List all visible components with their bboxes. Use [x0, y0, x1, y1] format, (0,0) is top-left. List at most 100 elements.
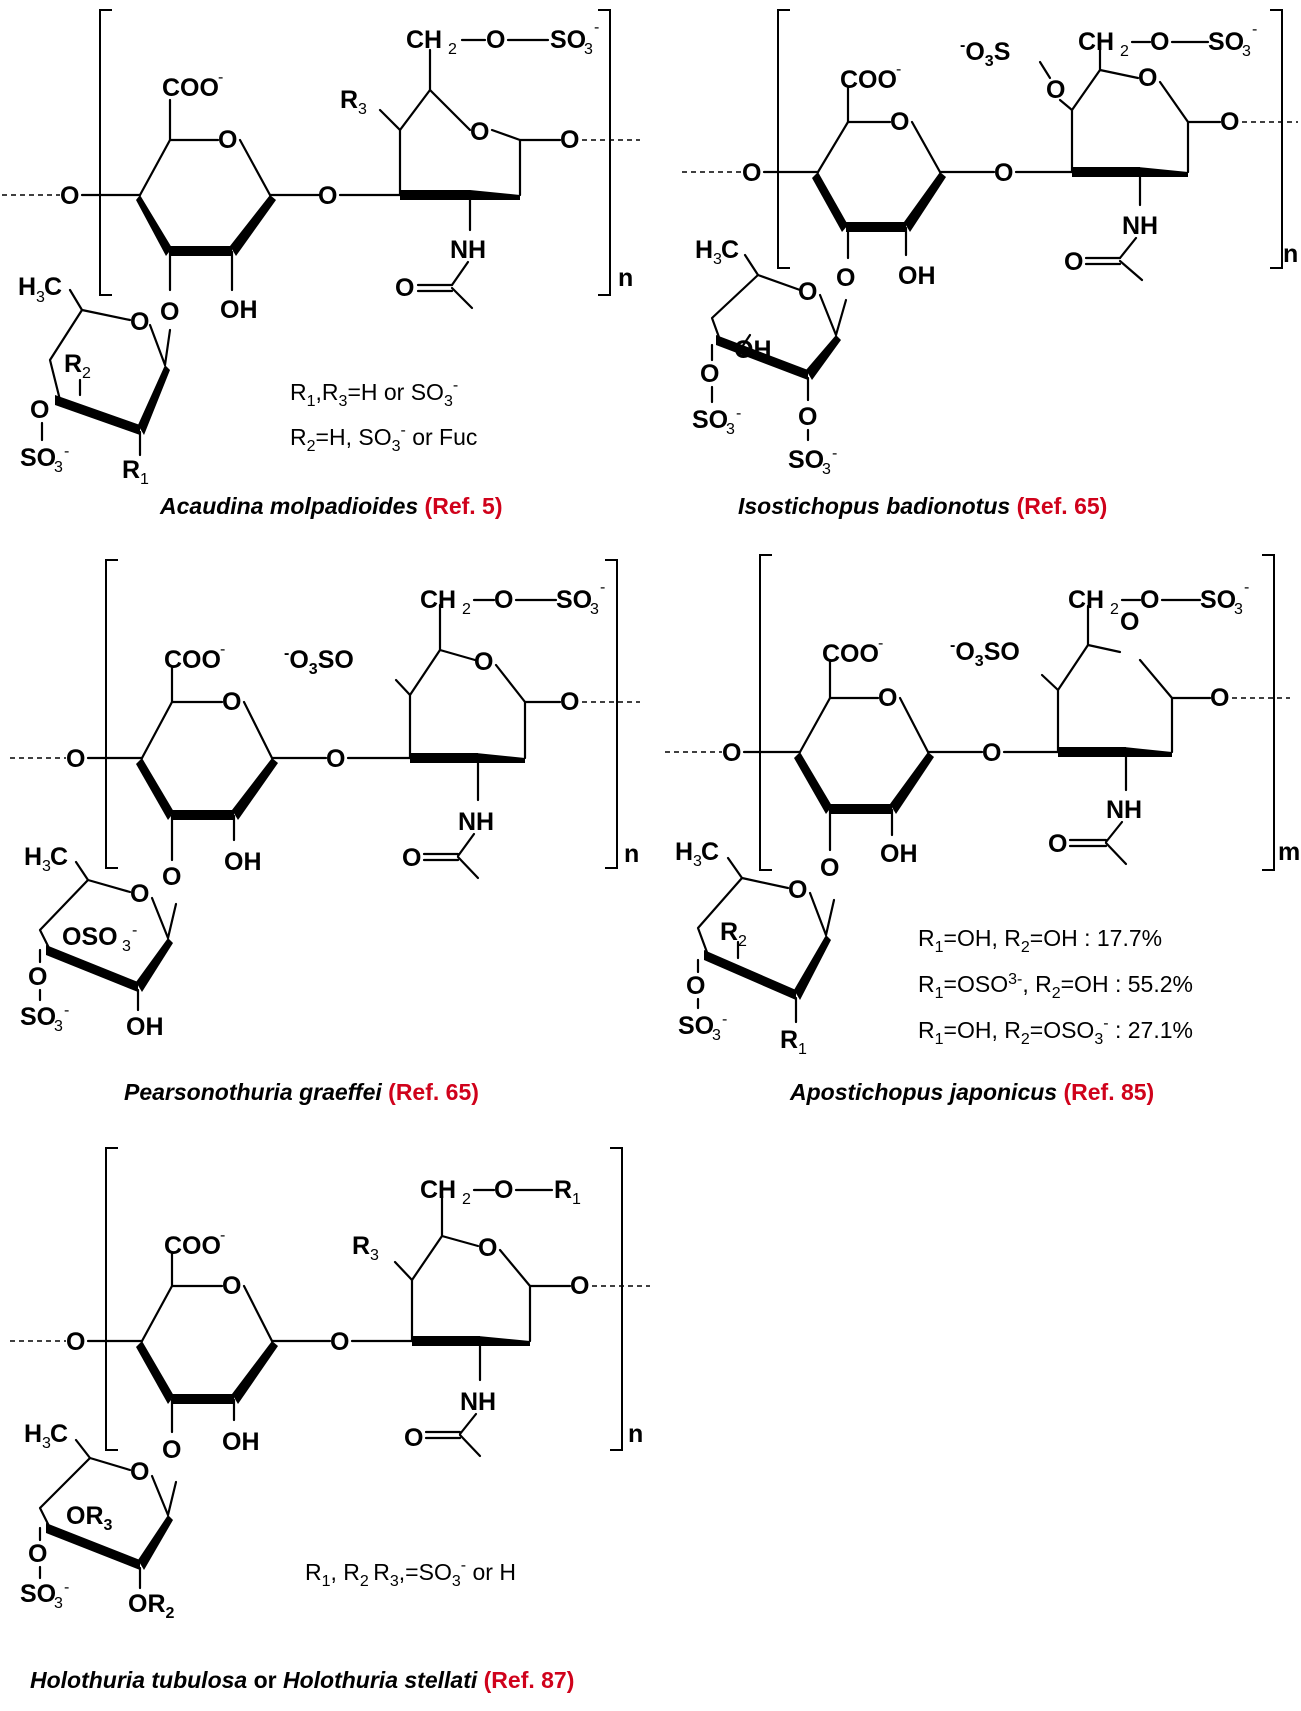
glycosidic-oxygen: O	[318, 182, 337, 210]
svg-text:-: -	[218, 69, 223, 86]
linkage-oxygen: O	[722, 739, 741, 767]
hydroxyl-label: OH	[222, 1428, 260, 1456]
carbonyl-oxygen: O	[1064, 248, 1083, 276]
svg-text:3: 3	[1234, 601, 1243, 618]
svg-text:3: 3	[370, 1247, 379, 1264]
panel-pearsonothuria: n O O COO - OH O O O -O3SO CH 2 O SO 3 -	[10, 559, 640, 1105]
nh-label: NH	[1106, 796, 1142, 824]
svg-text:3: 3	[122, 938, 131, 955]
nh-label: NH	[458, 808, 494, 836]
sulfate-label: SO	[1200, 586, 1236, 614]
svg-text:2: 2	[1120, 43, 1129, 60]
ring-oxygen: O	[474, 648, 493, 676]
glycosidic-oxygen: O	[326, 745, 345, 773]
carboxylate-label: COO	[840, 66, 897, 94]
carbonyl-oxygen: O	[395, 274, 414, 302]
svg-text:3: 3	[36, 289, 45, 306]
carbonyl-oxygen: O	[402, 844, 421, 872]
svg-text:-: -	[736, 405, 741, 422]
ring-oxygen: O	[1138, 64, 1157, 92]
note-line-3: R1=OH, R2=OSO3- : 27.1%	[918, 1015, 1193, 1048]
panel-apostichopus: m O O COO - OH O O O -O3SO CH 2 O SO 3 -	[665, 554, 1300, 1105]
sulfate-label: SO	[692, 406, 728, 434]
note-r1-r3: R1,R3=H or SO3-	[290, 377, 458, 410]
r1-label: R	[122, 456, 140, 484]
ring-oxygen: O	[798, 278, 817, 306]
sulfate-label-top: -O3S	[960, 37, 1010, 70]
methyl-label: H	[18, 273, 36, 301]
o-label: O	[494, 586, 513, 614]
methyl-label: H	[24, 843, 42, 871]
o-label: O	[486, 26, 505, 54]
repeat-index-m: m	[1278, 838, 1300, 866]
ring-oxygen: O	[222, 688, 241, 716]
ring-oxygen: O	[130, 308, 149, 336]
sulfate-oxygen: O	[28, 963, 47, 991]
caption-pearsonothuria: Pearsonothuria graeffei (Ref. 65)	[124, 1079, 479, 1105]
caption-holothuria: Holothuria tubulosa or Holothuria stella…	[30, 1667, 574, 1693]
sulfate-label: SO	[556, 586, 592, 614]
svg-text:3: 3	[726, 421, 735, 438]
svg-text:1: 1	[798, 1041, 807, 1058]
linkage-oxygen: O	[66, 1328, 85, 1356]
ch2-label: CH	[420, 586, 456, 614]
osulfate-label: OSO	[62, 923, 118, 951]
sulfate-label: SO	[550, 26, 586, 54]
svg-text:-: -	[832, 445, 837, 462]
ch2-label: CH	[406, 26, 442, 54]
repeat-index-n: n	[1283, 240, 1298, 268]
ring-oxygen: O	[878, 684, 897, 712]
glycosidic-oxygen: O	[330, 1328, 349, 1356]
svg-text:-: -	[722, 1011, 727, 1028]
or2-label: OR2	[128, 1590, 175, 1622]
svg-text:3: 3	[584, 41, 593, 58]
sulfate-label: SO	[20, 1580, 56, 1608]
caption-acaudina: Acaudina molpadioides (Ref. 5)	[159, 493, 503, 519]
sulfate-oxygen: O	[798, 403, 817, 431]
linkage-oxygen-right: O	[560, 126, 579, 154]
carboxylate-label: COO	[164, 1232, 221, 1260]
r3-label: R	[340, 86, 358, 114]
sulfate-oxygen: O	[28, 1540, 47, 1568]
svg-text:-: -	[1252, 21, 1257, 38]
svg-text:3: 3	[693, 853, 702, 870]
linkage-oxygen-right: O	[560, 688, 579, 716]
r3-label: R	[352, 1232, 370, 1260]
svg-text:3: 3	[1242, 43, 1251, 60]
hydroxyl-label: OH	[898, 262, 936, 290]
caption-isostichopus: Isostichopus badionotus (Ref. 65)	[738, 493, 1107, 519]
panel-isostichopus: n O O COO - OH O O O O -O3S CH 2 O SO	[682, 9, 1298, 519]
repeat-index-n: n	[618, 264, 633, 292]
carbonyl-oxygen: O	[404, 1424, 423, 1452]
note-r2: R2=H, SO3- or Fuc	[290, 422, 477, 455]
methyl-c: C	[50, 1420, 68, 1448]
panel-holothuria: n O O COO - OH O O O R 3 CH 2 O R 1	[10, 1147, 650, 1693]
fucose-linkage-oxygen: O	[162, 863, 181, 891]
ring-oxygen: O	[788, 876, 807, 904]
r1-label: R	[554, 1176, 572, 1204]
svg-text:3: 3	[54, 1018, 63, 1035]
svg-text:-: -	[64, 443, 69, 460]
ring-oxygen: O	[470, 118, 489, 146]
methyl-label: H	[675, 838, 693, 866]
svg-text:2: 2	[462, 1191, 471, 1208]
svg-text:-: -	[220, 641, 225, 658]
sulfate-label: SO	[20, 444, 56, 472]
fucose-linkage-oxygen: O	[820, 854, 839, 882]
svg-text:2: 2	[1110, 601, 1119, 618]
ring-oxygen: O	[130, 1458, 149, 1486]
r1-label: R	[780, 1026, 798, 1054]
sulfate-label: SO	[678, 1012, 714, 1040]
sulfate-oxygen: O	[686, 972, 705, 1000]
r2-label: R	[64, 350, 82, 378]
ring-oxygen: O	[130, 880, 149, 908]
ch2-label: CH	[420, 1176, 456, 1204]
svg-text:2: 2	[738, 933, 747, 950]
fucose-linkage-oxygen: O	[162, 1436, 181, 1464]
hydroxyl-label: OH	[220, 296, 258, 324]
ch2-label: CH	[1078, 28, 1114, 56]
carbonyl-oxygen: O	[1048, 830, 1067, 858]
panel-acaudina: n O O COO - OH O O O R 3 CH 2 O	[2, 9, 640, 519]
svg-text:-: -	[64, 1579, 69, 1596]
hydroxyl-label: OH	[126, 1013, 164, 1041]
